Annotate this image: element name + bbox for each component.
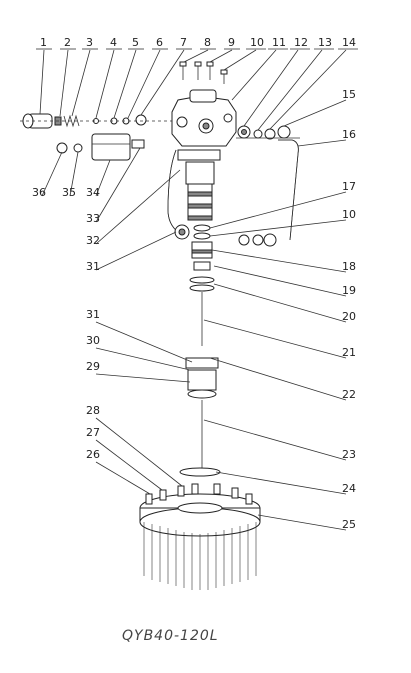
callout-13: 13 xyxy=(318,36,332,49)
model-label: QYB40-120L xyxy=(122,628,219,644)
callout-16: 16 xyxy=(342,128,356,141)
callout-28: 28 xyxy=(86,404,100,417)
callout-33: 33 xyxy=(86,212,100,225)
spring xyxy=(63,114,80,128)
base-bolts xyxy=(143,522,257,590)
callout-26: 26 xyxy=(86,448,100,461)
top-screws xyxy=(179,61,228,84)
callout-31a: 31 xyxy=(86,308,100,321)
leader-lines xyxy=(39,49,347,531)
callout-20: 20 xyxy=(342,310,356,323)
callout-2: 2 xyxy=(64,36,71,49)
callout-24: 24 xyxy=(342,482,356,495)
callout-1: 1 xyxy=(40,36,47,49)
callout-6: 6 xyxy=(156,36,163,49)
callout-9: 9 xyxy=(228,36,235,49)
callout-11: 11 xyxy=(272,36,286,49)
right-fittings xyxy=(236,125,300,140)
callout-10: 10 xyxy=(250,36,264,49)
callout-34: 34 xyxy=(86,186,100,199)
main-column xyxy=(167,149,277,346)
callout-29: 29 xyxy=(86,360,100,373)
callout-35: 35 xyxy=(62,186,76,199)
side-box-parts xyxy=(56,133,145,161)
callout-8: 8 xyxy=(204,36,211,49)
callout-labels: 1 2 3 4 5 6 7 8 9 10 11 12 13 14 15 16 1… xyxy=(32,36,356,531)
callout-17: 17 xyxy=(342,180,356,193)
callout-5: 5 xyxy=(132,36,139,49)
piston-stack xyxy=(187,183,213,221)
parts-artwork xyxy=(20,49,347,590)
callout-21: 21 xyxy=(342,346,356,359)
callout-14: 14 xyxy=(342,36,356,49)
pump-body xyxy=(171,89,237,147)
callout-10b: 10 xyxy=(342,208,356,221)
callout-23: 23 xyxy=(342,448,356,461)
callout-4: 4 xyxy=(110,36,117,49)
callout-3: 3 xyxy=(86,36,93,49)
callout-7: 7 xyxy=(180,36,187,49)
callout-12: 12 xyxy=(294,36,308,49)
callout-15: 15 xyxy=(342,88,356,101)
callout-27: 27 xyxy=(86,426,100,439)
callout-18: 18 xyxy=(342,260,356,273)
callout-32: 32 xyxy=(86,234,100,247)
callout-19: 19 xyxy=(342,284,356,297)
top-studs xyxy=(145,483,253,505)
top-left-parts xyxy=(20,113,180,129)
callout-25: 25 xyxy=(342,518,356,531)
callout-31b: 31 xyxy=(86,260,100,273)
callout-22: 22 xyxy=(342,388,356,401)
handle xyxy=(278,139,299,241)
lower-cylinder xyxy=(185,357,219,470)
callout-36: 36 xyxy=(32,186,46,199)
plate xyxy=(179,467,221,477)
callout-30: 30 xyxy=(86,334,100,347)
base xyxy=(139,483,261,590)
